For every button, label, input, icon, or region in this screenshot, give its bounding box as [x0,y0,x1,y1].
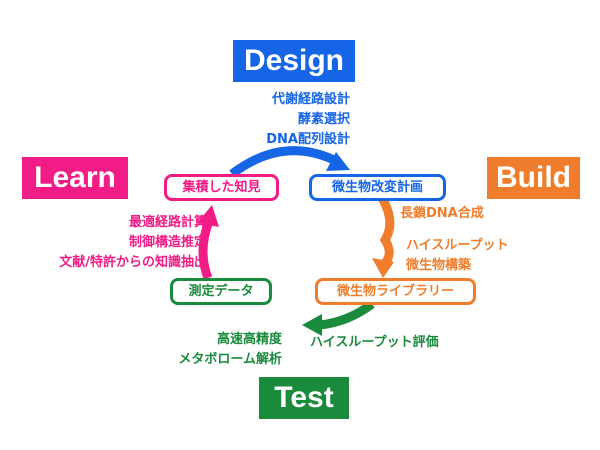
arrow-build-to-test [319,300,375,330]
learn-step: 制御構造推定 [128,235,207,250]
design-step: 酵素選択 [297,112,350,127]
design-output-box: 微生物改変計画 [309,174,446,201]
test-step: 高速高精度 [216,332,282,347]
build-step: ハイスループット [406,238,509,253]
learn-step: 文献/特許からの知識抽出 [59,255,207,270]
learn-steps: 最適経路計算 制御構造推定 文献/特許からの知識抽出 [12,213,207,273]
arrow-learn-to-design-head [326,152,350,171]
test-step-right: ハイスループット評価 [310,335,439,350]
phase-learn-label: Learn [22,157,128,199]
design-steps: 代謝経路設計 酵素選択 DNA配列設計 [220,90,350,150]
phase-test-label: Test [259,377,349,419]
phase-build-label: Build [487,157,580,199]
arrow-learn-to-design [229,146,336,178]
build-step: 長鎖DNA合成 [400,206,484,221]
test-output-box: 測定データ [170,278,272,305]
phase-design-label: Design [233,40,355,82]
build-steps: 長鎖DNA合成 ハイスループット 微生物構築 [400,204,509,276]
learn-output-box: 集積した知見 [164,174,279,201]
arrow-test-to-learn-head [197,205,219,227]
learn-step: 最適経路計算 [128,215,207,230]
design-step: DNA配列設計 [266,132,350,147]
arrow-build-to-test-head [302,314,322,336]
arrow-design-to-build-head [372,258,394,278]
test-steps-left: 高速高精度 メタボローム解析 [160,330,282,370]
build-step: 微生物構築 [406,258,472,273]
arrow-test-to-learn [198,222,213,280]
test-step: メタボローム解析 [178,352,282,367]
build-output-box: 微生物ライブラリー [315,278,476,305]
design-step: 代謝経路設計 [271,92,350,107]
arrow-design-to-build [378,195,395,268]
